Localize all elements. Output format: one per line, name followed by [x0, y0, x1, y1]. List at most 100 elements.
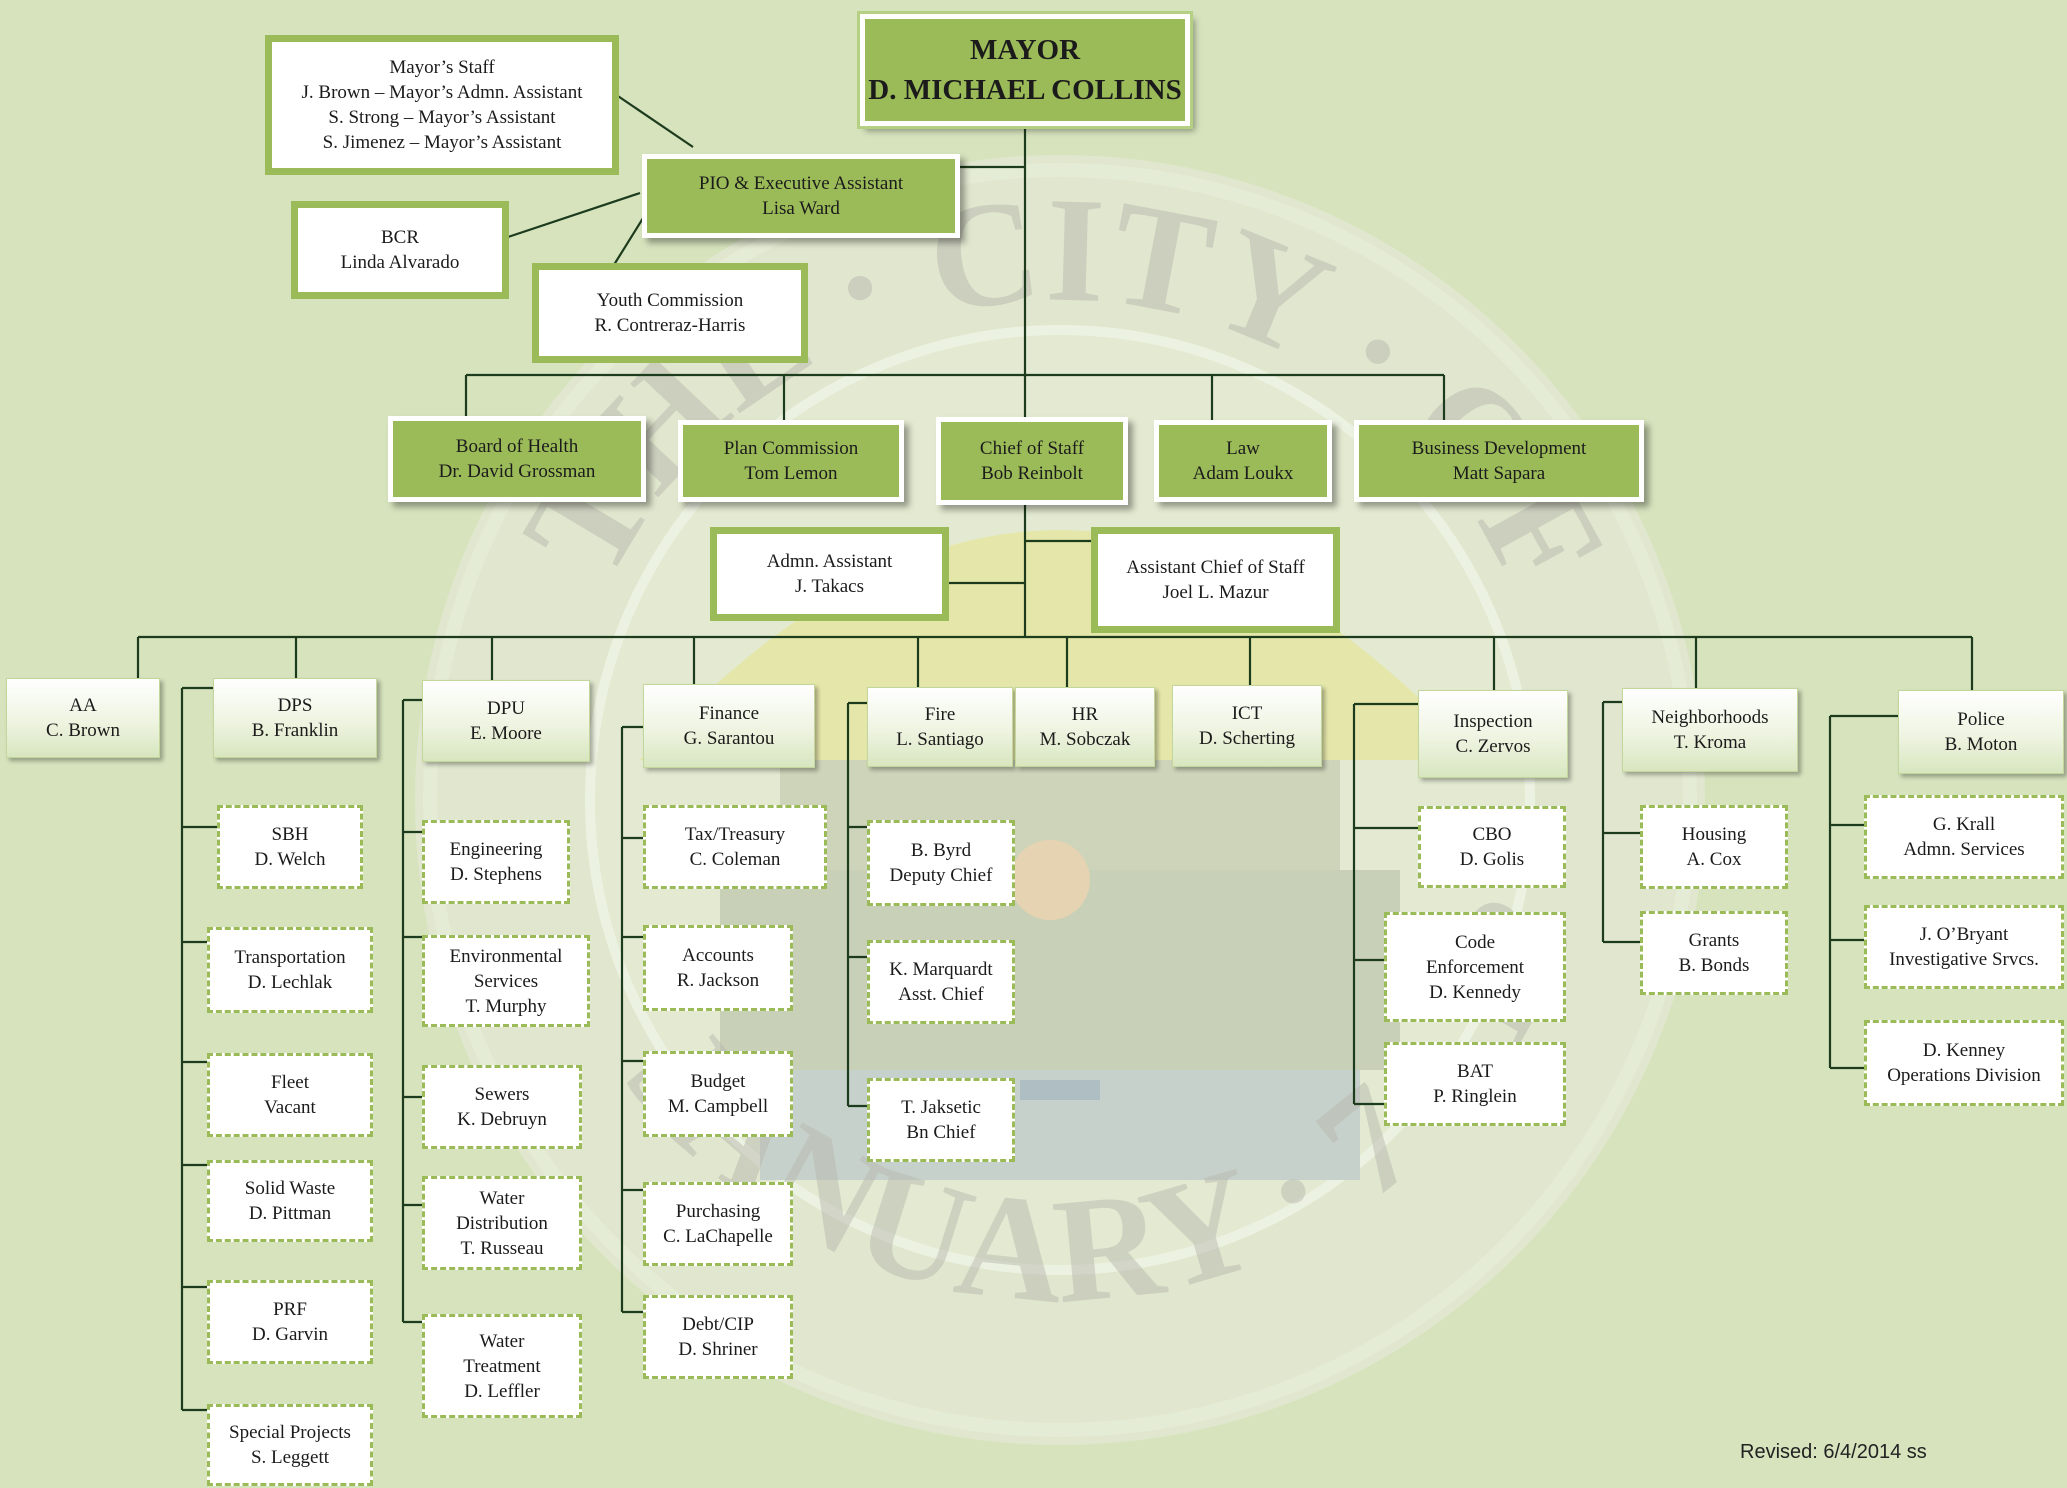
unit-line: M. Campbell [667, 1096, 769, 1117]
law-box[interactable]: Law Adam Loukx [1154, 420, 1332, 502]
bcr-name: Linda Alvarado [340, 252, 460, 273]
inspection-unit-box[interactable]: Code Enforcement D. Kennedy [1384, 912, 1566, 1022]
chief-of-staff-box[interactable]: Chief of Staff Bob Reinbolt [936, 417, 1128, 505]
dept-ict-name: D. Scherting [1198, 728, 1296, 749]
bcr-title: BCR [380, 227, 420, 248]
inspection-unit-box[interactable]: BAT P. Ringlein [1384, 1042, 1566, 1126]
admn-assistant-box[interactable]: Admn. Assistant J. Takacs [710, 527, 949, 621]
plan-commission-box[interactable]: Plan Commission Tom Lemon [678, 420, 904, 502]
admn-assistant-name: J. Takacs [794, 576, 865, 597]
fire-unit-box[interactable]: T. Jaksetic Bn Chief [867, 1078, 1015, 1162]
unit-line: BAT [1457, 1061, 1493, 1082]
unit-line: Asst. Chief [898, 984, 984, 1005]
law-title: Law [1226, 438, 1260, 459]
unit-line: D. Kenney [1922, 1040, 2006, 1061]
unit-line: Code [1454, 931, 1496, 953]
dept-hr-box[interactable]: HR M. Sobczak [1015, 687, 1155, 767]
finance-unit-box[interactable]: Budget M. Campbell [643, 1051, 793, 1137]
dept-dps-box[interactable]: DPS B. Franklin [213, 678, 377, 758]
unit-line: D. Lechlak [247, 972, 333, 993]
board-of-health-name: Dr. David Grossman [438, 461, 596, 482]
unit-line: Debt/CIP [682, 1314, 754, 1335]
finance-unit-box[interactable]: Tax/Treasury C. Coleman [643, 805, 827, 889]
pio-box[interactable]: PIO & Executive Assistant Lisa Ward [642, 154, 960, 238]
pio-title: PIO & Executive Assistant [698, 173, 904, 194]
dpu-unit-box[interactable]: Environmental Services T. Murphy [422, 935, 590, 1027]
dps-unit-box[interactable]: Transportation D. Lechlak [207, 927, 373, 1013]
mayors-staff-line: S. Jimenez – Mayor’s Assistant [322, 132, 562, 153]
police-unit-box[interactable]: D. Kenney Operations Division [1864, 1020, 2064, 1106]
mayors-staff-box[interactable]: Mayor’s Staff J. Brown – Mayor’s Admn. A… [265, 35, 619, 175]
assistant-chief-of-staff-box[interactable]: Assistant Chief of Staff Joel L. Mazur [1091, 527, 1340, 633]
unit-line: D. Stephens [450, 864, 542, 885]
dept-dps-name: B. Franklin [251, 720, 339, 741]
unit-line: Distribution [456, 1212, 548, 1234]
chief-of-staff-name: Bob Reinbolt [981, 463, 1083, 484]
unit-line: Purchasing [675, 1201, 761, 1222]
dpu-unit-box[interactable]: Engineering D. Stephens [422, 820, 570, 904]
finance-unit-box[interactable]: Purchasing C. LaChapelle [643, 1182, 793, 1266]
unit-line: Water [479, 1330, 525, 1352]
dps-unit-box[interactable]: Fleet Vacant [207, 1053, 373, 1137]
unit-line: T. Murphy [465, 995, 547, 1017]
unit-line: T. Russeau [460, 1237, 544, 1259]
dps-unit-box[interactable]: SBH D. Welch [217, 805, 363, 889]
dps-unit-box[interactable]: Solid Waste D. Pittman [207, 1160, 373, 1242]
dept-police-box[interactable]: Police B. Moton [1898, 690, 2064, 774]
dept-inspection-box[interactable]: Inspection C. Zervos [1418, 690, 1568, 778]
dpu-unit-box[interactable]: Sewers K. Debruyn [422, 1065, 582, 1149]
revised-note: Revised: 6/4/2014 ss [1740, 1441, 1927, 1463]
unit-line: Investigative Srvcs. [1889, 949, 2039, 970]
dept-aa-box[interactable]: AA C. Brown [6, 678, 160, 758]
dept-ict-box[interactable]: ICT D. Scherting [1172, 685, 1322, 767]
mayors-staff-line: J. Brown – Mayor’s Admn. Assistant [301, 82, 583, 103]
plan-commission-title: Plan Commission [723, 438, 859, 459]
dept-fire-box[interactable]: Fire L. Santiago [867, 687, 1013, 767]
board-of-health-box[interactable]: Board of Health Dr. David Grossman [388, 416, 646, 502]
dept-aa-title: AA [69, 695, 97, 716]
business-development-name: Matt Sapara [1452, 463, 1546, 484]
unit-line: D. Kennedy [1429, 981, 1521, 1003]
mayor-box[interactable]: MAYOR D. MICHAEL COLLINS [857, 11, 1193, 129]
dept-finance-name: G. Sarantou [683, 728, 775, 749]
unit-line: Enforcement [1425, 956, 1525, 978]
business-development-box[interactable]: Business Development Matt Sapara [1354, 420, 1644, 502]
unit-line: D. Garvin [252, 1324, 328, 1345]
unit-line: Budget [690, 1071, 746, 1092]
dpu-unit-box[interactable]: Water Distribution T. Russeau [422, 1176, 582, 1270]
dept-finance-box[interactable]: Finance G. Sarantou [643, 684, 815, 768]
dept-dpu-box[interactable]: DPU E. Moore [422, 680, 590, 762]
finance-unit-box[interactable]: Accounts R. Jackson [643, 925, 793, 1011]
unit-line: Services [473, 970, 539, 992]
unit-line: K. Marquardt [889, 959, 993, 980]
fire-unit-box[interactable]: K. Marquardt Asst. Chief [867, 940, 1015, 1024]
neighborhoods-unit-box[interactable]: Housing A. Cox [1640, 805, 1788, 889]
dps-unit-box[interactable]: Special Projects S. Leggett [207, 1404, 373, 1486]
police-unit-box[interactable]: J. O’Bryant Investigative Srvcs. [1864, 905, 2064, 989]
dpu-unit-box[interactable]: Water Treatment D. Leffler [422, 1314, 582, 1418]
finance-unit-box[interactable]: Debt/CIP D. Shriner [643, 1295, 793, 1379]
unit-line: Transportation [234, 947, 346, 968]
bcr-box[interactable]: BCR Linda Alvarado [291, 201, 509, 299]
mayors-staff-title: Mayor’s Staff [389, 57, 495, 78]
police-unit-box[interactable]: G. Krall Admn. Services [1864, 795, 2064, 879]
dept-aa-name: C. Brown [46, 720, 120, 741]
unit-line: D. Shriner [678, 1339, 758, 1360]
unit-line: B. Byrd [910, 840, 972, 861]
unit-line: Bn Chief [906, 1122, 976, 1143]
dept-police-title: Police [1957, 709, 2005, 730]
dept-neighborhoods-box[interactable]: Neighborhoods T. Kroma [1622, 688, 1798, 772]
unit-line: P. Ringlein [1433, 1086, 1517, 1107]
unit-line: Tax/Treasury [684, 824, 786, 845]
dept-fire-name: L. Santiago [896, 729, 984, 750]
fire-unit-box[interactable]: B. Byrd Deputy Chief [867, 820, 1015, 906]
dps-unit-box[interactable]: PRF D. Garvin [207, 1280, 373, 1364]
admn-assistant-title: Admn. Assistant [766, 551, 893, 572]
neighborhoods-unit-box[interactable]: Grants B. Bonds [1640, 911, 1788, 995]
unit-line: R. Jackson [676, 970, 760, 991]
inspection-unit-box[interactable]: CBO D. Golis [1418, 806, 1566, 888]
unit-line: G. Krall [1932, 814, 1996, 835]
youth-commission-box[interactable]: Youth Commission R. Contreraz-Harris [532, 263, 808, 363]
unit-line: Fleet [271, 1072, 309, 1093]
unit-line: Water [479, 1187, 525, 1209]
